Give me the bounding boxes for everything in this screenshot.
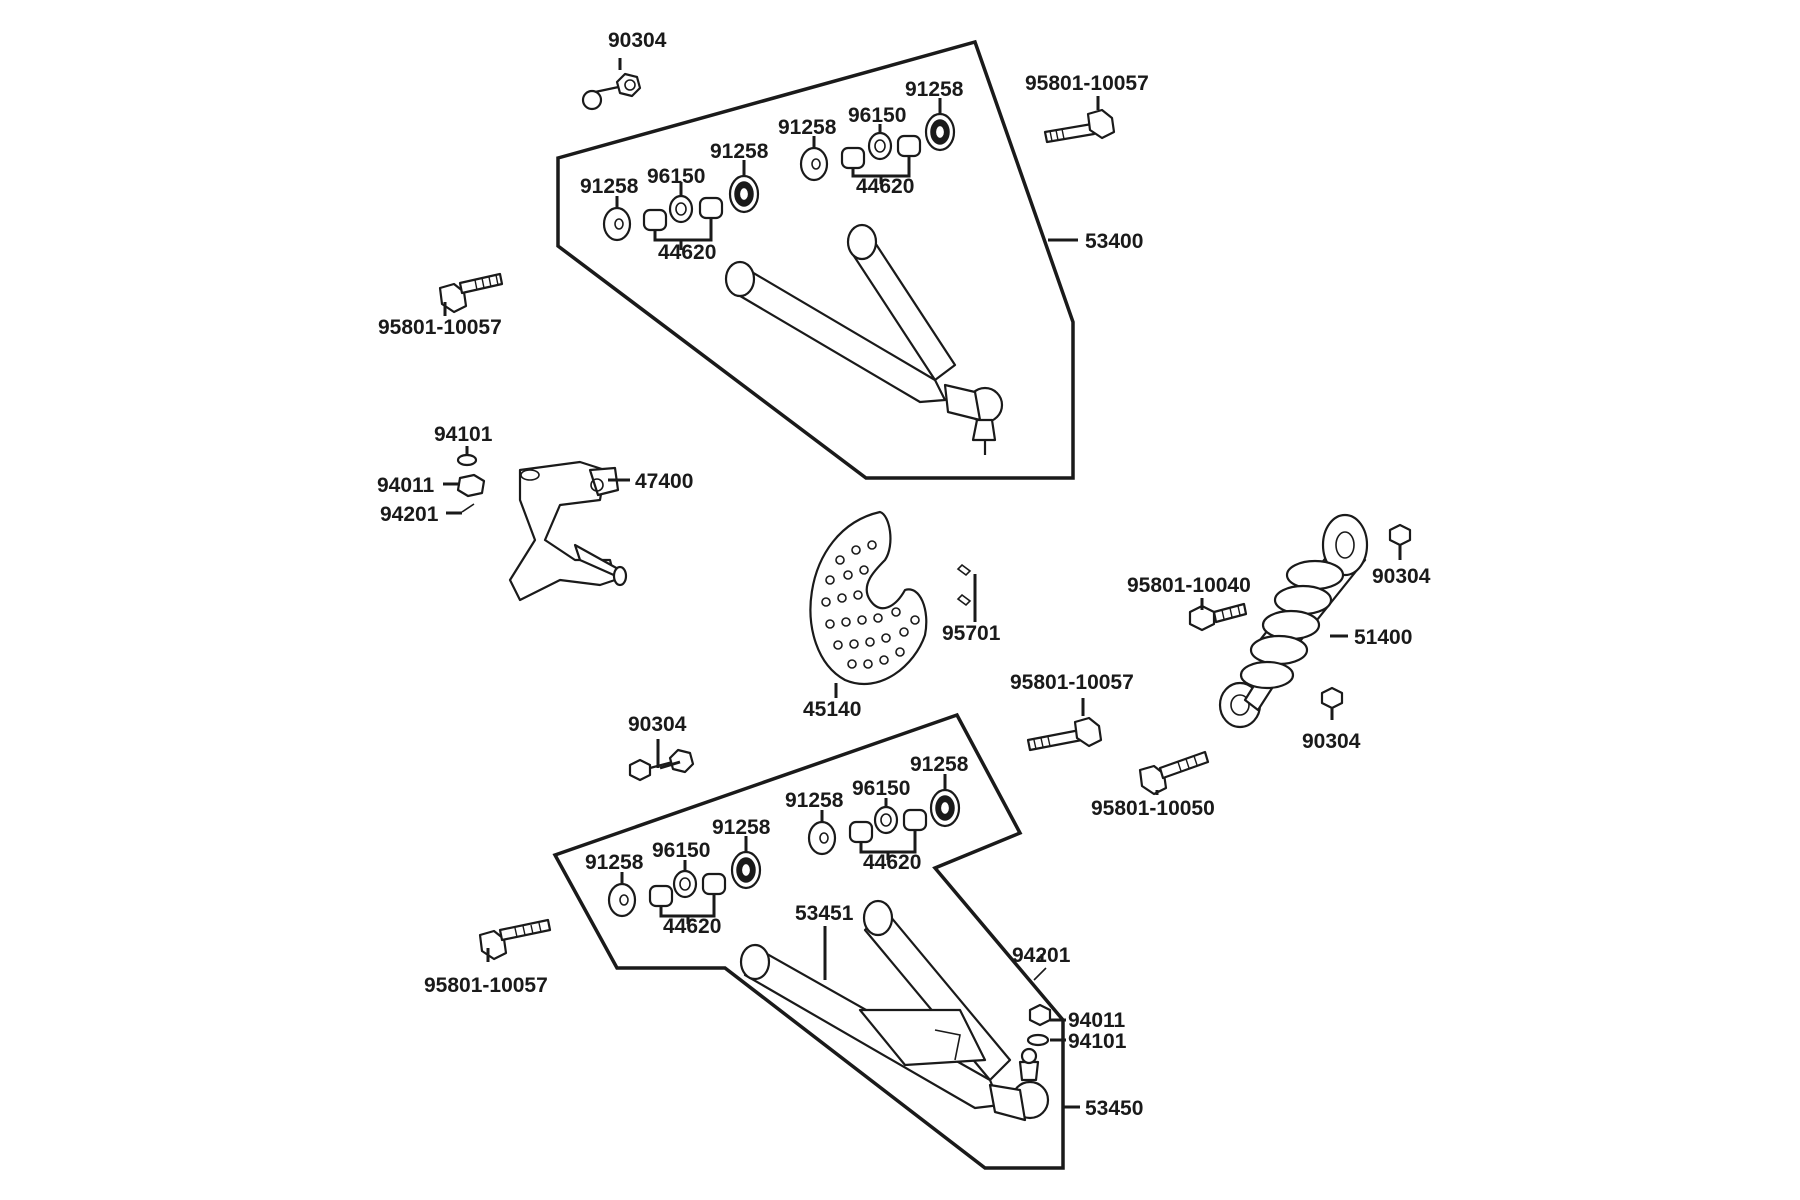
shock-absorber (1188, 513, 1412, 729)
label-shock-bolt-10040: 95801-10040 (1127, 574, 1251, 597)
label-upper-arm-53400: 53400 (1085, 230, 1143, 253)
label-pin-94201-top: 94201 (380, 503, 439, 526)
label-lower-91258-c: 91258 (785, 789, 844, 812)
label-lower-44620-b: 44620 (863, 851, 921, 874)
label-knuckle-47400: 47400 (635, 470, 693, 493)
label-nut-94011-bottom: 94011 (1068, 1009, 1126, 1032)
upper-a-arm (724, 223, 1004, 455)
lower-arm-group (552, 712, 1080, 1170)
label-upper-bolt-left: 95801-10057 (378, 316, 502, 339)
shock-body (1218, 513, 1369, 729)
label-upper-nut-90304: 90304 (608, 29, 667, 52)
label-lower-96150-b: 96150 (852, 777, 910, 800)
label-upper-44620-b: 44620 (856, 175, 914, 198)
bleeder-bolts-95701 (956, 563, 977, 622)
lower-bearing-set-right (807, 774, 961, 860)
label-upper-91258-b: 91258 (710, 140, 769, 163)
label-upper-91258-d: 91258 (905, 78, 964, 101)
label-lower-96150-a: 96150 (652, 839, 710, 862)
lower-bearing-set-left (607, 836, 762, 924)
upper-nut-bolt-90304 (581, 58, 642, 111)
label-shock-nut-bottom-90304: 90304 (1302, 730, 1361, 753)
label-lower-91258-b: 91258 (712, 816, 771, 839)
lower-a-arm (739, 899, 1050, 1122)
label-upper-96150-b: 96150 (848, 104, 906, 127)
label-lower-arm-53450: 53450 (1085, 1097, 1143, 1120)
label-lower-nut-90304: 90304 (628, 713, 687, 736)
shock-bolt-10050 (1138, 750, 1210, 796)
label-disc-45140: 45140 (803, 698, 861, 721)
ball-joint-hardware (1026, 954, 1066, 1047)
label-lower-bolt-right: 95801-10057 (1010, 671, 1134, 694)
label-upper-91258-a: 91258 (580, 175, 639, 198)
lower-arm-group-outline (552, 712, 1065, 1170)
upper-bearing-set-right (799, 98, 956, 184)
label-lower-arm-53451: 53451 (795, 902, 854, 925)
label-upper-bolt-right: 95801-10057 (1025, 72, 1149, 95)
lower-bolt-left (478, 918, 552, 962)
label-shock-bolt-10050: 95801-10050 (1091, 797, 1215, 820)
upper-bolt-left (438, 272, 504, 316)
label-bleeder-95701: 95701 (942, 622, 1001, 645)
lower-nut-bolt-90304 (628, 739, 695, 782)
label-lower-bolt-left: 95801-10057 (424, 974, 548, 997)
label-washer-94101-bottom: 94101 (1068, 1030, 1127, 1053)
part-number-labels: 90304 95801-10057 91258 96150 91258 9125… (377, 29, 1431, 1120)
brake-disc (809, 510, 928, 698)
knuckle-group (443, 446, 630, 602)
label-washer-94101-top: 94101 (434, 423, 493, 446)
label-lower-44620-a: 44620 (663, 915, 721, 938)
label-nut-94011-top: 94011 (377, 474, 435, 497)
label-pin-94201-bottom: 94201 (1012, 944, 1071, 967)
label-shock-51400: 51400 (1354, 626, 1412, 649)
disc-holes (821, 540, 920, 669)
label-upper-91258-c: 91258 (778, 116, 837, 139)
label-lower-91258-a: 91258 (585, 851, 644, 874)
label-upper-96150-a: 96150 (647, 165, 705, 188)
upper-arm-group-outline (556, 39, 1075, 480)
lower-bolt-right (1026, 698, 1103, 752)
label-lower-91258-d: 91258 (910, 753, 969, 776)
upper-arm-group (556, 39, 1116, 480)
upper-bearing-set-left (602, 160, 760, 250)
label-upper-44620-a: 44620 (658, 241, 716, 264)
label-shock-nut-top-90304: 90304 (1372, 565, 1431, 588)
upper-bolt-right (1043, 96, 1116, 144)
